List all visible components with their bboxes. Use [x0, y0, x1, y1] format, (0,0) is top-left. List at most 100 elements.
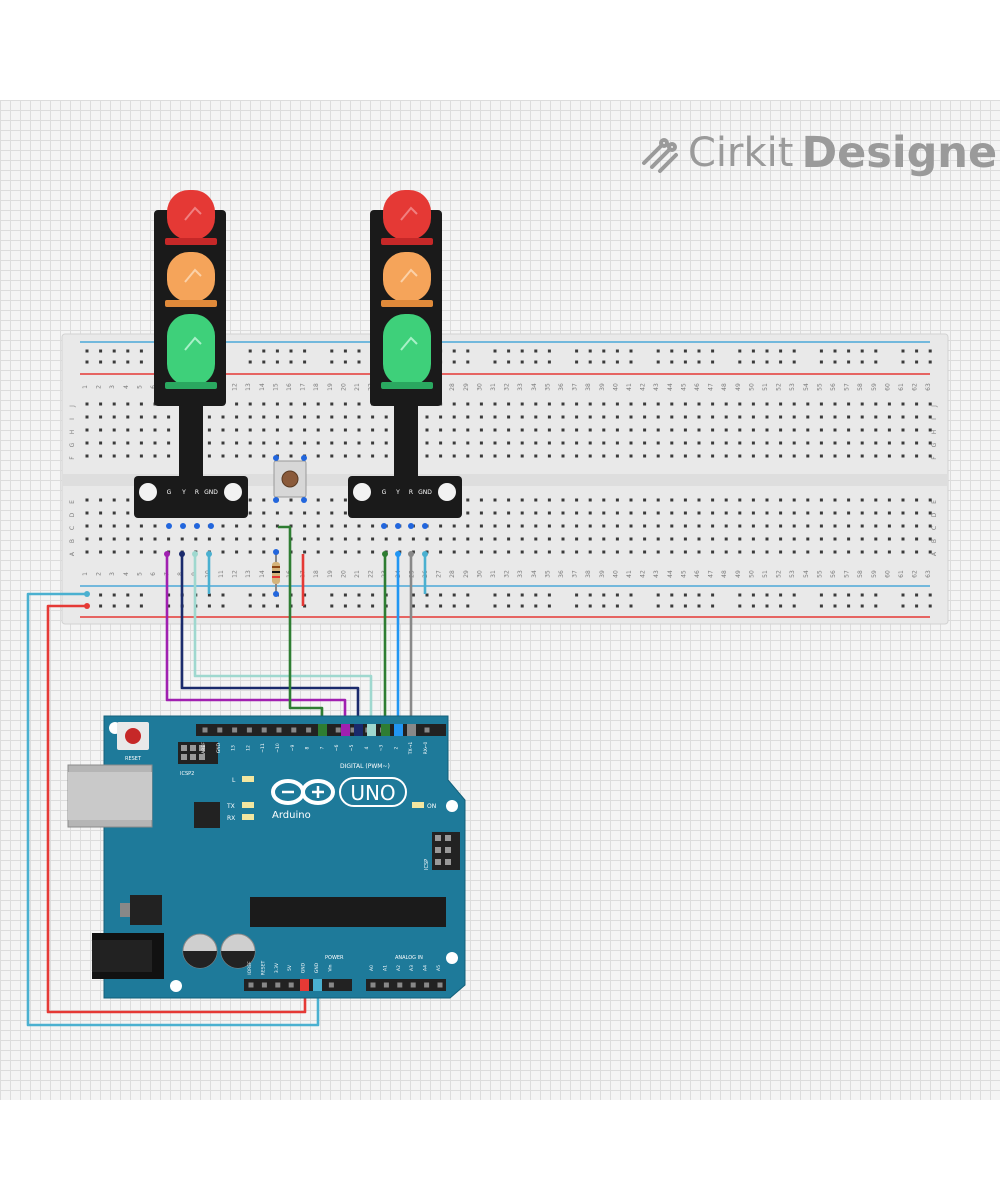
breadboard-column-number: 31 [490, 570, 497, 578]
breadboard-column-number: 43 [653, 570, 660, 578]
breadboard-column-number: 32 [504, 570, 511, 578]
breadboard-column-number: 47 [708, 383, 715, 391]
traffic-light-left: G Y R GND [134, 190, 248, 529]
arduino-pin-label: A3 [409, 965, 415, 971]
breadboard-column-number: 55 [816, 570, 823, 578]
breadboard-row-letter: I [931, 418, 938, 420]
breadboard-column-number: 48 [721, 383, 728, 391]
breadboard-row-letter: F [69, 456, 76, 460]
breadboard-column-number: 63 [925, 570, 932, 578]
breadboard-column-number: 45 [680, 570, 687, 578]
arduino-pin-label: RX←0 [423, 741, 429, 754]
breadboard-column-number: 51 [762, 383, 769, 391]
breadboard-column-number: 56 [830, 570, 837, 578]
tx-led-label: TX [226, 803, 235, 810]
breadboard-column-number: 40 [612, 570, 619, 578]
pin-label-gnd: GND [204, 489, 218, 496]
breadboard-column-number: 29 [463, 570, 470, 578]
breadboard-column-number: 37 [572, 383, 579, 391]
breadboard-column-number: 40 [612, 383, 619, 391]
breadboard-column-number: 36 [558, 570, 565, 578]
arduino-pin-label: 8 [305, 746, 311, 749]
breadboard-column-number: 18 [313, 570, 320, 578]
cirkit-logo-icon [642, 138, 678, 173]
arduino-pin-label: A2 [396, 965, 402, 971]
arduino-pin-label: A4 [423, 965, 429, 971]
breadboard-row-letter: G [931, 442, 938, 447]
icsp-label: ICSP [424, 859, 430, 870]
breadboard-column-number: 44 [667, 570, 674, 578]
traffic-light-left-pins: G Y R GND [167, 489, 219, 496]
traffic-light-right: G Y R GND [348, 190, 462, 529]
breadboard-column-number: 55 [816, 383, 823, 391]
breadboard-column-number: 14 [259, 570, 266, 578]
breadboard-column-number: 35 [544, 383, 551, 391]
arduino-infinity-logo [271, 779, 335, 805]
breadboard-column-number: 18 [313, 383, 320, 391]
wire-green-button [278, 525, 324, 730]
breadboard-column-number: 42 [640, 383, 647, 391]
breadboard-column-number: 52 [776, 570, 783, 578]
pin-label-r: R [195, 489, 199, 496]
wires [26, 525, 428, 1027]
breadboard-column-number: 60 [884, 570, 891, 578]
breadboard-column-number: 51 [762, 570, 769, 578]
breadboard-column-number: 63 [925, 383, 932, 391]
arduino-pin-label: A1 [382, 965, 388, 971]
breadboard-column-number: 34 [531, 383, 538, 391]
wire-mint [193, 554, 373, 730]
breadboard-column-number: 19 [327, 570, 334, 578]
breadboard-column-number: 34 [531, 570, 538, 578]
breadboard-column-number: 57 [844, 383, 851, 391]
breadboard-column-number: 32 [504, 383, 511, 391]
breadboard-column-number: 22 [368, 570, 375, 578]
icsp2-label: ICSP2 [180, 771, 194, 777]
breadboard-column-number: 53 [789, 383, 796, 391]
brand-word-designer: Designer [801, 128, 1000, 178]
breadboard-column-number: 49 [735, 570, 742, 578]
wire-purple [165, 554, 347, 730]
arduino-pin-label: ~11 [260, 743, 266, 753]
breadboard-column-number: 50 [748, 383, 755, 391]
pin-label-y: Y [181, 489, 186, 496]
breadboard-column-number: 52 [776, 383, 783, 391]
analog-label: ANALOG IN [395, 955, 423, 961]
voltage-regulator [130, 895, 162, 925]
breadboard-row-letter: G [69, 442, 76, 447]
led-red-right [381, 190, 433, 245]
breadboard-column-number: 2 [96, 572, 103, 576]
breadboard-column-number: 38 [585, 570, 592, 578]
breadboard-column-number: 3 [109, 385, 116, 389]
pin-label-g: G [382, 489, 387, 496]
breadboard-column-number: 20 [340, 570, 347, 578]
arduino-pin-label: 3.3V [274, 962, 280, 973]
arduino-pin-label: GND [301, 962, 307, 973]
push-button[interactable] [273, 455, 307, 503]
arduino-pin-label: ~6 [334, 745, 340, 752]
breadboard-column-number: 13 [245, 570, 252, 578]
breadboard-row-letter: E [931, 500, 938, 504]
arduino-pin-label: AREF [201, 742, 207, 754]
breadboard-column-number: 62 [912, 383, 919, 391]
power-header [244, 979, 352, 991]
arduino-board [103, 715, 466, 999]
pin-label-y: Y [395, 489, 400, 496]
capacitor-left [182, 933, 218, 969]
breadboard-column-number: 47 [708, 570, 715, 578]
breadboard-column-number: 58 [857, 570, 864, 578]
arduino-pin-label: IOREF [247, 961, 253, 975]
arduino-pin-label: ~9 [290, 745, 296, 752]
power-jack [92, 933, 164, 979]
breadboard-column-number: 29 [463, 383, 470, 391]
breadboard-row-letter: I [69, 418, 76, 420]
arduino-pin-label: 2 [393, 746, 399, 749]
arduino-pin-label: ~10 [275, 743, 281, 753]
arduino-pin-label: GND [314, 962, 320, 973]
breadboard-column-number: 42 [640, 570, 647, 578]
reset-button[interactable] [117, 722, 149, 750]
breadboard-column-number: 38 [585, 383, 592, 391]
wire-terminals [300, 724, 416, 991]
